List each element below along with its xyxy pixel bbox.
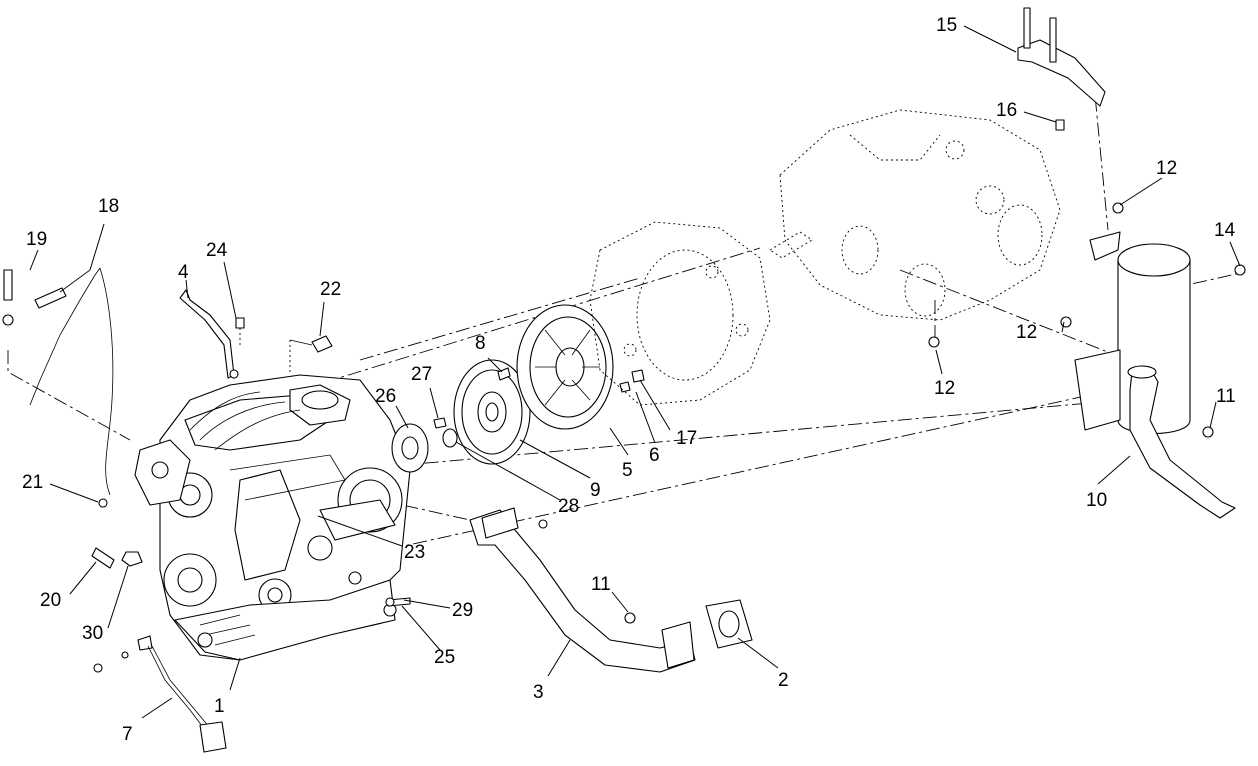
callout-11a: 11 (591, 574, 611, 595)
callout-29: 29 (452, 600, 473, 621)
assembly-axis-lines (7, 74, 1246, 561)
clutch-disc (453, 359, 531, 465)
callout-11b: 11 (1216, 386, 1236, 407)
callout-15: 15 (936, 15, 957, 36)
callout-19: 19 (26, 229, 47, 250)
engine-assembly (134, 374, 411, 661)
callout-12c: 12 (934, 378, 955, 399)
callout-25: 25 (434, 647, 455, 668)
callout-24: 24 (206, 240, 228, 261)
fittings-left (91, 498, 143, 569)
callout-21: 21 (22, 472, 43, 493)
callout-labels: 1 2 3 4 5 6 7 8 9 10 11 11 12 12 12 14 1… (22, 15, 1236, 745)
callout-10: 10 (1086, 490, 1107, 511)
drain-parts (385, 597, 411, 607)
callout-26: 26 (375, 386, 396, 407)
callout-12b: 12 (1016, 322, 1037, 343)
transaxle (769, 109, 1061, 321)
callout-18: 18 (98, 196, 119, 217)
callout-23: 23 (404, 542, 425, 563)
pressure-plate (516, 304, 614, 430)
callout-20: 20 (40, 590, 61, 611)
callout-6: 6 (649, 445, 660, 466)
callout-27: 27 (411, 364, 432, 385)
callout-2: 2 (778, 670, 789, 691)
callout-3: 3 (533, 682, 544, 703)
muffler (928, 202, 1246, 519)
bellhousing (589, 221, 771, 406)
flywheel-hub (391, 417, 458, 473)
callout-8: 8 (475, 333, 486, 354)
callout-17: 17 (676, 428, 697, 449)
wiring-harness (93, 635, 227, 753)
muffler-bracket (1017, 7, 1106, 131)
callout-5: 5 (622, 460, 633, 481)
callout-9: 9 (590, 480, 601, 501)
exhaust-pipe (469, 507, 753, 673)
callout-30: 30 (82, 623, 103, 644)
callout-16: 16 (996, 100, 1017, 121)
callout-7: 7 (122, 724, 133, 745)
callout-4: 4 (178, 262, 189, 283)
callout-28: 28 (558, 496, 579, 517)
leader-lines (29, 25, 1241, 719)
temperature-sender (289, 335, 333, 372)
throttle-bracket (179, 289, 245, 379)
callout-22: 22 (320, 279, 341, 300)
throttle-cable (2, 267, 114, 496)
callout-14: 14 (1214, 220, 1236, 241)
callout-1: 1 (214, 696, 225, 717)
callout-12a: 12 (1156, 158, 1177, 179)
